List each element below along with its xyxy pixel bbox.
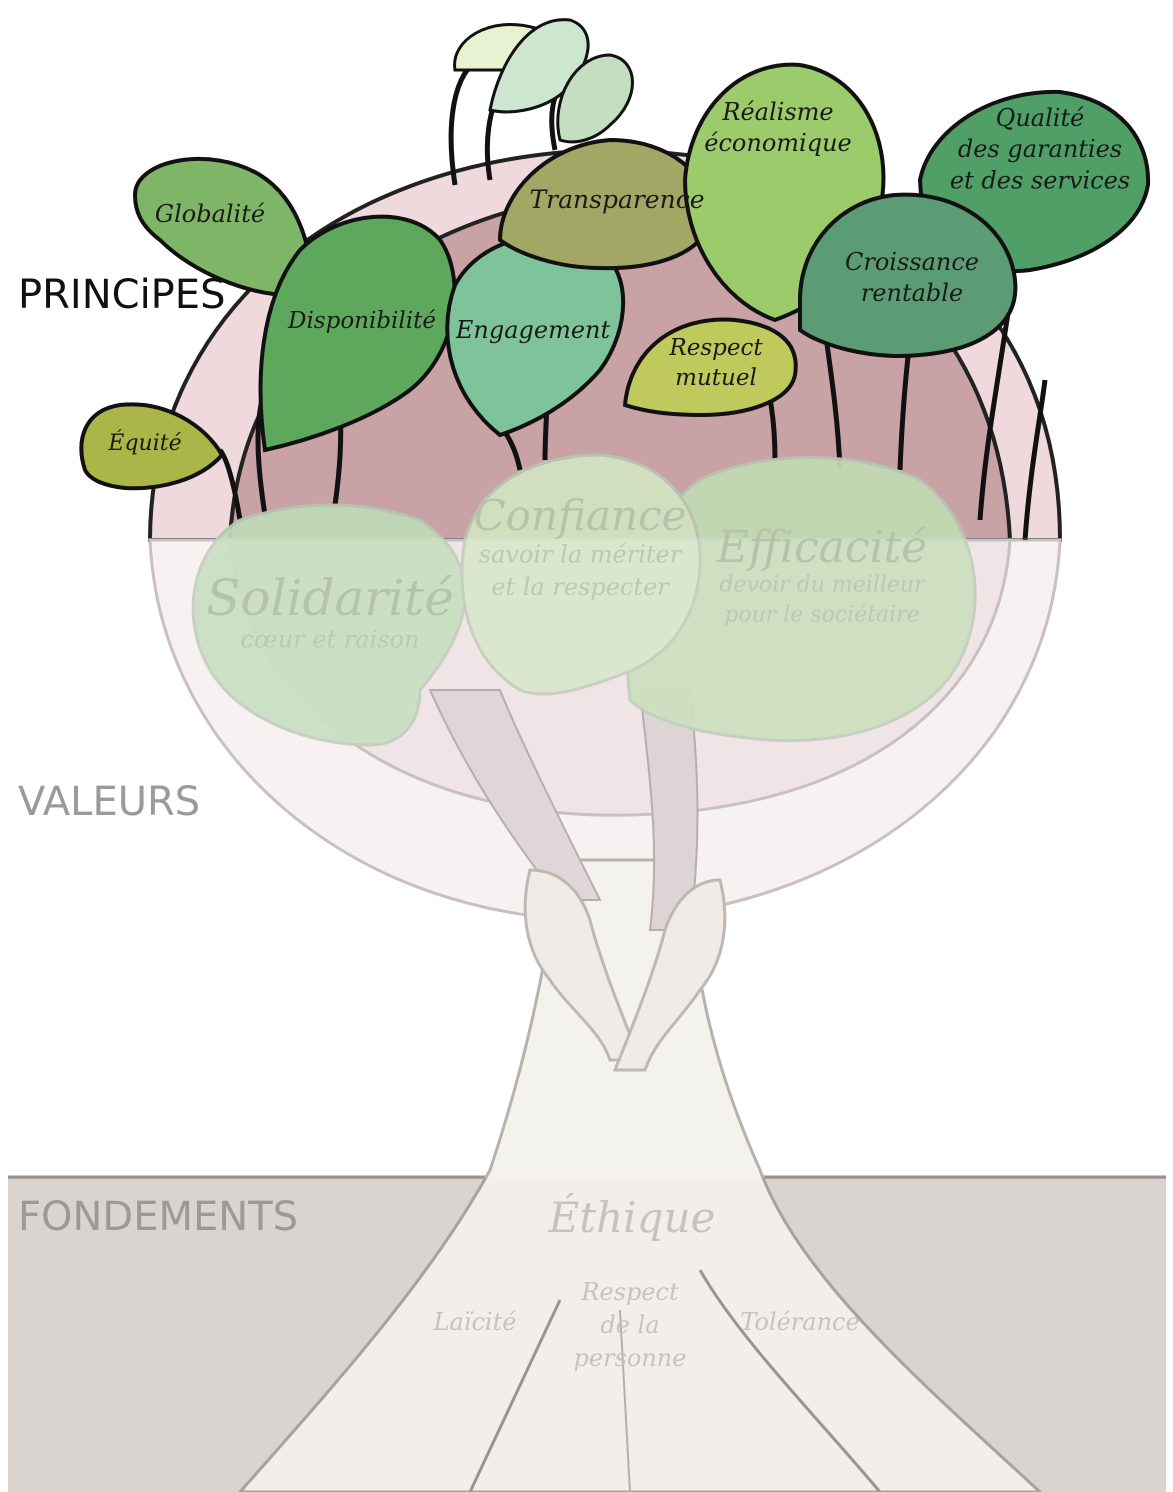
principe-label-qualite-line-3: et des services <box>950 166 1130 194</box>
principe-label-croissance-line-1: Croissance <box>845 248 979 276</box>
balloon-confiance <box>460 453 702 696</box>
principe-label-respect-mutuel-line-1: Respect <box>668 335 763 361</box>
label-laicite: Laïcité <box>433 1308 517 1336</box>
valeur-sub-solidarite-line-1: cœur et raison <box>241 625 420 653</box>
valeur-sub-efficacite-line-2: pour le sociétaire <box>724 602 920 627</box>
label-respect-line-3: personne <box>574 1344 687 1372</box>
label-respect-line-1: Respect <box>580 1278 679 1306</box>
valeur-sub-confiance-line-1: savoir la mériter <box>479 540 683 568</box>
principe-label-realisme-line-2: économique <box>704 129 851 157</box>
trunk <box>237 689 1043 1492</box>
leaf-shape-croissance <box>798 192 1018 358</box>
principe-label-engagement: Engagement <box>455 316 611 344</box>
principe-label-respect-mutuel-line-2: mutuel <box>675 365 757 391</box>
principes-leaves <box>79 62 1151 491</box>
valeur-sub-efficacite-line-1: devoir du meilleur <box>719 573 926 598</box>
principe-label-equite: Équité <box>107 429 181 456</box>
principe-label-disponibilite: Disponibilité <box>287 308 436 334</box>
valeur-sub-confiance-line-2: et la respecter <box>491 573 670 601</box>
principe-label-realisme-line-1: Réalisme <box>721 98 833 126</box>
valeur-title-efficacite: Efficacité <box>716 522 928 573</box>
leaf-shape-disponibilite <box>258 214 457 453</box>
leaf-shape-respect-mutuel <box>622 317 798 418</box>
principe-label-croissance-line-2: rentable <box>861 279 963 307</box>
valeurs-balloons <box>191 453 977 747</box>
section-principes: PRINCiPES <box>18 272 225 318</box>
label-respect-line-2: de la <box>600 1311 659 1339</box>
principe-label-globalite: Globalité <box>155 200 265 228</box>
sprouts <box>453 18 634 144</box>
section-fondements: FONDEMENTS <box>18 1194 298 1240</box>
principe-label-qualite-line-2: des garanties <box>958 135 1122 163</box>
label-ethique: Éthique <box>548 1192 716 1242</box>
section-valeurs: VALEURS <box>18 779 200 825</box>
principe-label-transparence: Transparence <box>529 185 704 214</box>
fade-overlay <box>0 538 1173 1178</box>
valeur-title-solidarite: Solidarité <box>206 569 454 627</box>
hands-icon <box>523 868 727 1072</box>
fondements-labels: Éthique Laïcité Respect de la personne T… <box>433 1192 860 1372</box>
balloon-solidarite <box>191 503 467 747</box>
principe-label-qualite-line-1: Qualité <box>996 104 1085 132</box>
section-labels: PRINCiPES VALEURS FONDEMENTS <box>18 272 298 1240</box>
valeur-title-confiance: Confiance <box>474 491 687 540</box>
label-tolerance: Tolérance <box>740 1308 859 1336</box>
leaf-shape-equite <box>79 402 225 491</box>
